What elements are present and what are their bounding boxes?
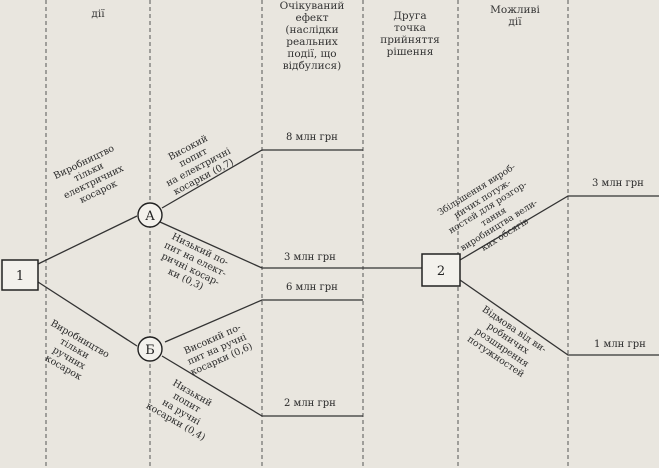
branch-line — [159, 221, 422, 269]
value-8m: 8 млн грн — [286, 132, 338, 143]
branch-line — [164, 299, 363, 343]
branch-line — [161, 355, 363, 417]
node-1-label: 1 — [16, 269, 24, 284]
decision-node-2 — [421, 253, 461, 287]
value-right-1m: 1 млн грн — [594, 339, 646, 350]
branch-line — [459, 279, 659, 356]
node-2-label: 2 — [437, 264, 445, 279]
header-second-decision-point: Друга точка прийняття рішення — [380, 10, 440, 58]
value-3m: 3 млн грн — [284, 252, 336, 263]
value-6m: 6 млн грн — [286, 282, 338, 293]
value-2m: 2 млн грн — [284, 398, 336, 409]
decision-node-1 — [1, 259, 39, 291]
branch-line — [37, 215, 138, 265]
header-actions: дії — [91, 8, 105, 20]
chance-node-b — [137, 336, 163, 362]
branch-line — [459, 195, 659, 261]
branch-line — [37, 281, 138, 347]
header-expected-effect: Очікуваний ефект (наслідки реальних поді… — [279, 0, 345, 72]
branch-line — [161, 149, 363, 209]
node-a-label: А — [145, 209, 155, 224]
chance-node-a — [137, 202, 163, 228]
header-possible-actions: Можливі дії — [490, 4, 540, 28]
node-b-label: Б — [145, 343, 155, 358]
value-right-3m: 3 млн грн — [592, 178, 644, 189]
